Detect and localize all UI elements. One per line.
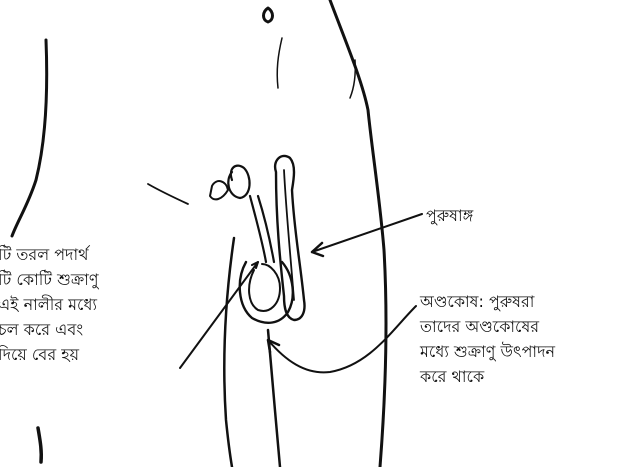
label-testes-line: অণ্ডকোষ: পুরুষরা (420, 289, 555, 314)
right-body-contour (330, 0, 386, 467)
inner-left-leg (224, 238, 234, 467)
label-sperm-duct-line: চল করে এবং (0, 317, 99, 342)
groin-crease (148, 184, 188, 204)
label-testes: অণ্ডকোষ: পুরুষরা তাদের অণ্ডকোষের মধ্যে শ… (420, 289, 555, 389)
label-penis: পুরুষাঙ্গ (426, 203, 473, 228)
gland (210, 181, 228, 199)
sperm-duct (250, 196, 266, 262)
abdomen-crease (277, 38, 282, 88)
label-testes-line: তাদের অণ্ডকোষের (420, 314, 555, 339)
label-sperm-duct-line: টি কোটি শুক্রাণু (0, 267, 99, 292)
label-sperm-duct-line: এই নালীর মধ্যে (0, 292, 99, 317)
pointer-left (180, 262, 258, 368)
label-testes-line: করে থাকে (420, 364, 555, 389)
pointer-testes (268, 306, 416, 372)
left-body-contour (12, 40, 47, 236)
label-testes-line: মধ্যে শুক্রাণু উৎপাদন (420, 339, 555, 364)
left-leg-mark (38, 428, 41, 462)
navel (264, 8, 273, 22)
label-sperm-duct: টি তরল পদার্থ টি কোটি শুক্রাণু এই নালীর … (0, 242, 99, 367)
sperm-duct-loop (228, 166, 249, 198)
pointer-penis (312, 214, 422, 252)
sperm-duct-2 (258, 196, 274, 262)
label-sperm-duct-line: দিয়ে বের হয় (0, 342, 99, 367)
label-sperm-duct-line: টি তরল পদার্থ (0, 242, 99, 267)
testis (249, 264, 280, 311)
scrotum (240, 262, 293, 323)
